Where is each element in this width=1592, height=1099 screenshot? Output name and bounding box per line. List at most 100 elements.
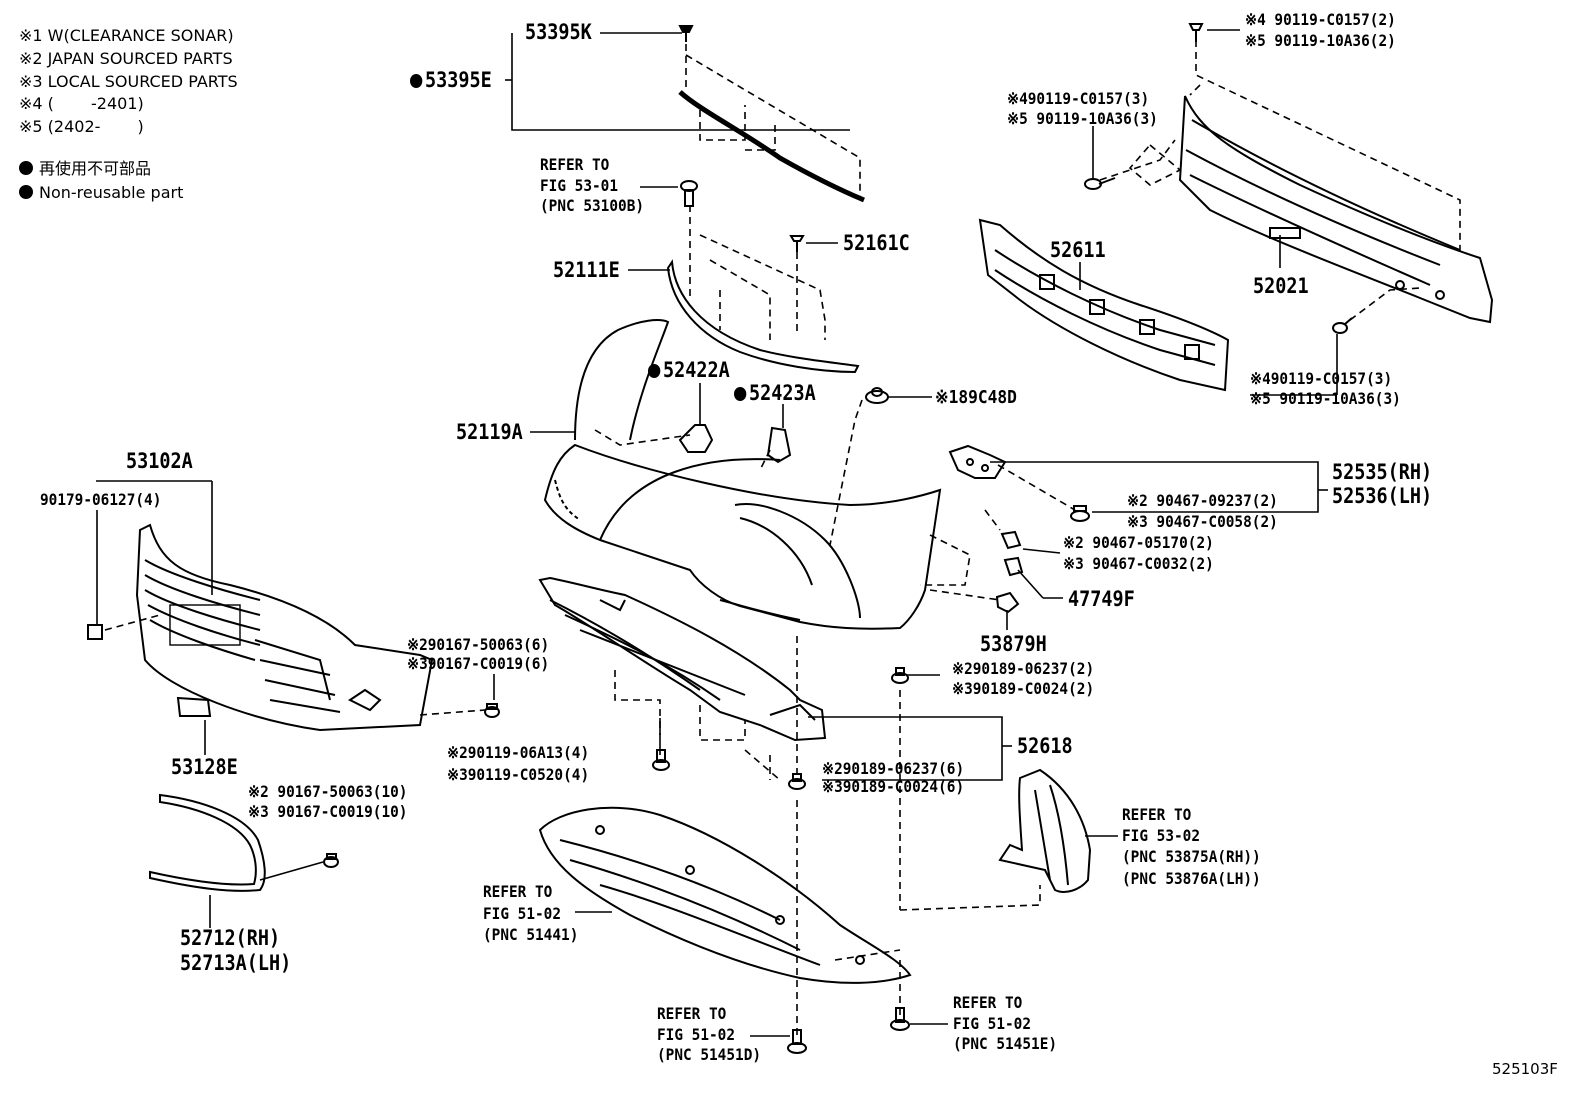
label-52712: 52712(RH): [180, 926, 281, 950]
non-reusable-ja-text: 再使用不可部品: [39, 159, 152, 178]
label-90189-06237-6: ※290189-06237(6): [822, 759, 965, 778]
refer-53-01-line2: FIG 53-01: [540, 176, 619, 195]
label-90167-C0019-6: ※390167-C0019(6): [407, 654, 550, 673]
bolt-53100B: [680, 180, 698, 207]
clip-90189-b: [788, 773, 806, 790]
under-cover-51441: [538, 806, 912, 984]
label-frame-top-a: ※4 90119-C0157(2): [1245, 10, 1396, 29]
label-90189-06237-2: ※290189-06237(2): [952, 659, 1095, 678]
label-90467-05170: ※2 90467-05170(2): [1063, 533, 1214, 552]
clip-53879H: [995, 591, 1020, 614]
label-89C48D: ※189C48D: [935, 387, 1017, 408]
label-90467-C0058: ※3 90467-C0058(2): [1127, 512, 1278, 531]
label-52161C: 52161C: [843, 231, 910, 255]
non-reusable-dot-icon: [410, 74, 423, 88]
refer-51451E-line1: REFER TO: [953, 993, 1023, 1012]
label-frame-top-b: ※5 90119-10A36(2): [1245, 31, 1396, 50]
bolt-frame-left: [1084, 177, 1116, 190]
label-52021: 52021: [1253, 274, 1309, 298]
legend-note-5: ※5 (2402- ): [19, 117, 144, 136]
non-reusable-dot-icon: [648, 364, 661, 378]
label-53395E-text: 53395E: [424, 68, 492, 92]
bumper-cover-52119A: [543, 319, 942, 630]
label-53128E: 53128E: [171, 755, 238, 779]
legend-note-2: ※2 JAPAN SOURCED PARTS: [19, 49, 233, 68]
non-reusable-dot-icon: [734, 387, 747, 401]
cover-52423A: [766, 426, 792, 464]
label-52111E: 52111E: [553, 258, 620, 282]
refer-51451D-line1: REFER TO: [657, 1004, 727, 1023]
legend-note-4: ※4 ( -2401): [19, 94, 144, 113]
absorber-52611: [978, 218, 1230, 392]
cover-47749F: [1003, 556, 1024, 577]
screw-90167-a: [484, 703, 500, 718]
refer-53-02-line4: (PNC 53876A(LH)): [1122, 869, 1261, 888]
assembly-dashed-lines: [104, 40, 1461, 1040]
clip-90467-05170: [1000, 530, 1022, 550]
label-90167-50063-10: ※2 90167-50063(10): [248, 782, 408, 801]
label-52422A-text: 52422A: [662, 358, 730, 382]
refer-51441-line2: FIG 51-02: [483, 904, 562, 923]
reinforcement-52021: [1178, 95, 1494, 324]
leader-lines: [96, 29, 1338, 1037]
grille-53102A: [135, 523, 434, 732]
label-frame-bottom-a: ※490119-C0157(3): [1250, 369, 1393, 388]
refer-53-01-line1: REFER TO: [540, 155, 610, 174]
non-reusable-dot-icon: [19, 161, 33, 175]
label-52611: 52611: [1050, 238, 1106, 262]
label-frame-bottom-b: ※5 90119-10A36(3): [1250, 389, 1401, 408]
figure-code: 525103F: [1492, 1060, 1558, 1078]
label-90467-C0032: ※3 90467-C0032(2): [1063, 554, 1214, 573]
label-53102A: 53102A: [126, 449, 193, 473]
label-52713A: 52713A(LH): [180, 951, 292, 975]
label-frame-left-b: ※5 90119-10A36(3): [1007, 109, 1158, 128]
bolt-frame-bottom: [1332, 317, 1353, 334]
label-52423A-text: 52423A: [748, 381, 816, 405]
refer-53-01-line3: (PNC 53100B): [540, 196, 645, 215]
sensor-89C48D: [865, 387, 889, 404]
clip-90189-a: [891, 667, 909, 684]
refer-51451E-line2: FIG 51-02: [953, 1014, 1032, 1033]
label-52422A: 52422A: [648, 360, 730, 381]
refer-51451D-line3: (PNC 51451D): [657, 1045, 762, 1064]
label-90167-C0019-10: ※3 90167-C0019(10): [248, 802, 408, 821]
refer-51451D-line2: FIG 51-02: [657, 1025, 736, 1044]
label-52423A: 52423A: [734, 383, 816, 404]
screw-90467-09237: [1070, 505, 1090, 522]
label-90189-C0024-2: ※390189-C0024(2): [952, 679, 1095, 698]
screw-52161C: [789, 235, 805, 252]
legend-note-1: ※1 W(CLEARANCE SONAR): [19, 26, 234, 45]
absorber-52618: [538, 576, 827, 742]
refer-51441-line1: REFER TO: [483, 882, 553, 901]
cover-53128E: [176, 696, 212, 717]
fender-liner-53875A: [998, 768, 1092, 893]
non-reusable-en-text: Non-reusable part: [39, 183, 184, 202]
label-frame-left-a: ※490119-C0157(3): [1007, 89, 1150, 108]
bolt-frame-top: [1188, 23, 1204, 42]
label-90167-50063-6: ※290167-50063(6): [407, 635, 550, 654]
label-52536: 52536(LH): [1332, 484, 1433, 508]
label-52119A: 52119A: [456, 420, 523, 444]
refer-51441-line3: (PNC 51441): [483, 925, 579, 944]
label-90179-06127: 90179-06127(4): [40, 490, 162, 509]
refer-53-02-line3: (PNC 53875A(RH)): [1122, 847, 1261, 866]
clip-90179: [87, 624, 103, 640]
refer-53-02-line2: FIG 53-02: [1122, 826, 1201, 845]
clip-53395K: [678, 25, 694, 42]
label-53879H: 53879H: [980, 632, 1047, 656]
screw-90119-06A13: [652, 749, 670, 771]
screw-90167-b: [323, 853, 339, 868]
label-53395K: 53395K: [525, 20, 592, 44]
label-52618: 52618: [1017, 734, 1073, 758]
legend-note-3: ※3 LOCAL SOURCED PARTS: [19, 72, 238, 91]
label-90119-C0520: ※390119-C0520(4): [447, 765, 590, 784]
label-53395E: 53395E: [410, 70, 492, 91]
label-47749F: 47749F: [1068, 587, 1135, 611]
cover-52422A: [678, 424, 714, 453]
legend-non-reusable-en: Non-reusable part: [19, 185, 183, 201]
bracket-52535: [948, 444, 1007, 479]
refer-53-02-line1: REFER TO: [1122, 805, 1192, 824]
label-90189-C0024-6: ※390189-C0024(6): [822, 777, 965, 796]
